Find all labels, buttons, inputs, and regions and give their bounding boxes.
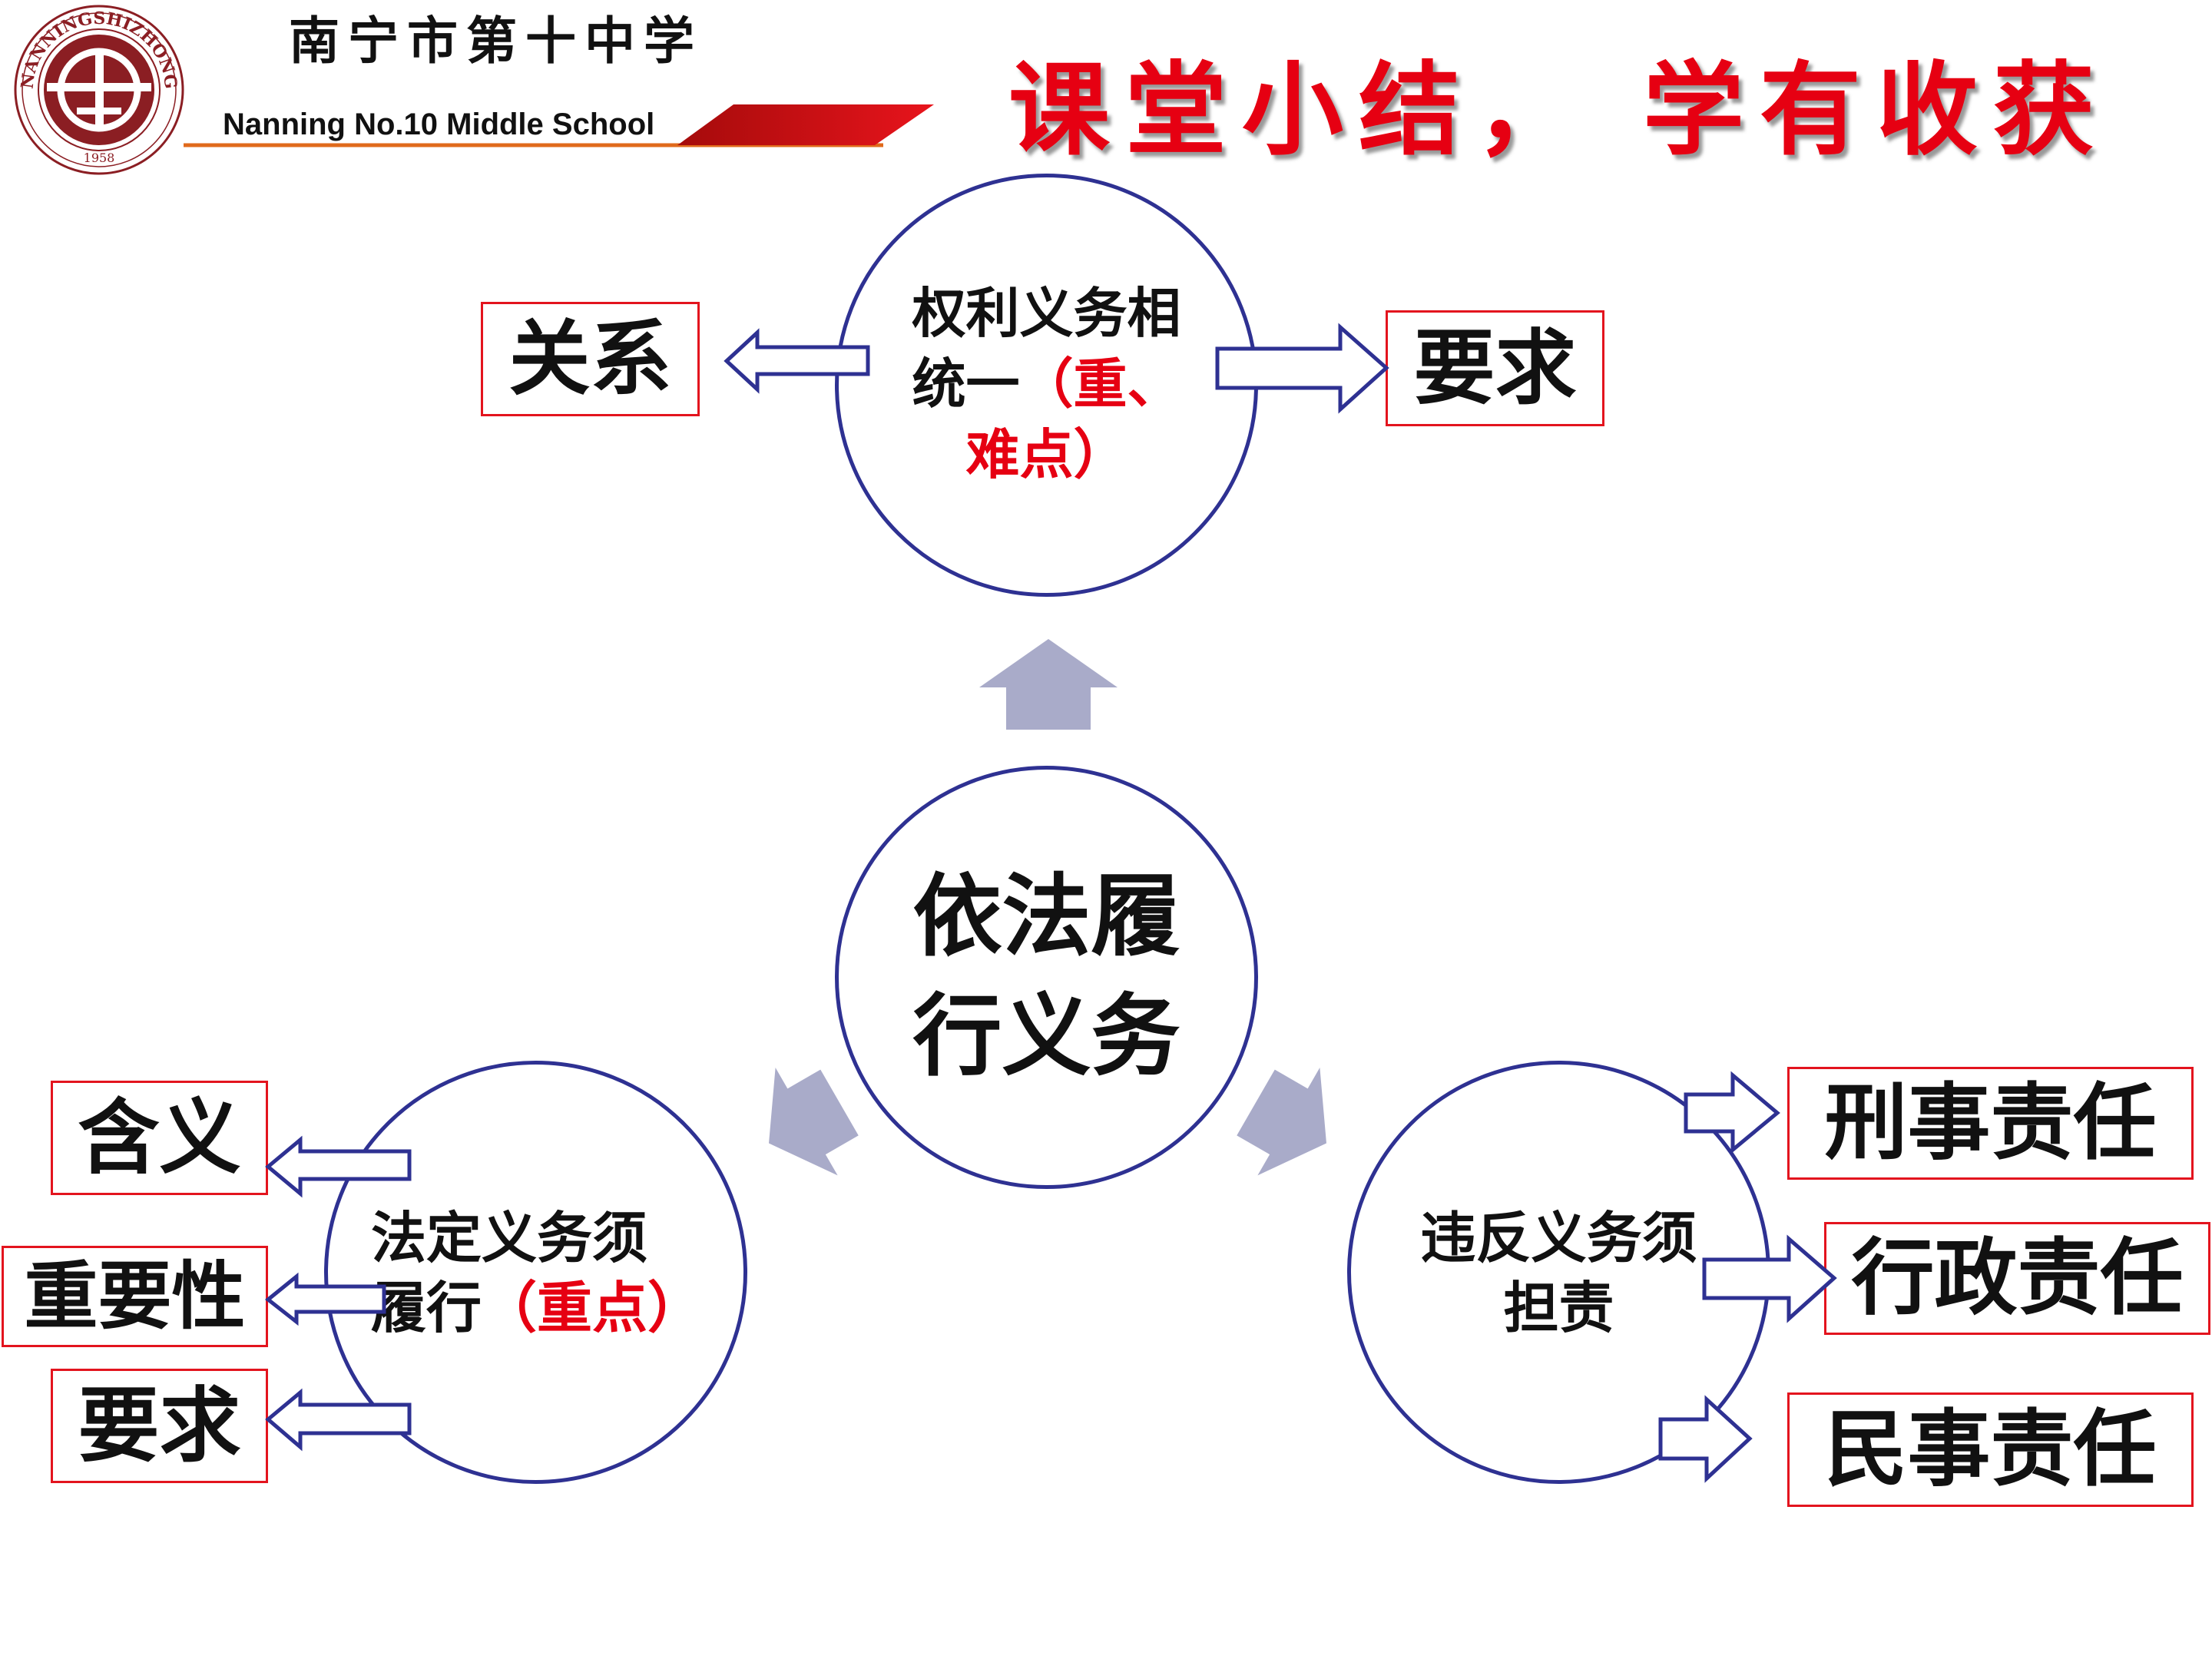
top-node-text: 权利义务相 统一（重、 难点）	[835, 278, 1258, 490]
criminal-liability-box: 刑事责任	[1787, 1067, 2194, 1180]
right-node-line-1: 违反义务须	[1420, 1206, 1697, 1270]
top-node-key-mark: （重、	[1019, 353, 1181, 416]
logo-year: 1958	[84, 151, 115, 165]
school-name-en: Nanning No.10 Middle School	[223, 108, 655, 141]
civil-liability-box: 民事责任	[1787, 1392, 2194, 1507]
top-node-difficulty-mark: 难点）	[965, 423, 1128, 486]
slide-title: 课堂小结， 学有收获	[1008, 51, 2110, 170]
left-node-key-mark: （重点）	[482, 1276, 704, 1340]
top-requirement-box: 要求	[1386, 310, 1604, 426]
importance-box: 重要性	[2, 1246, 268, 1347]
top-node-line-2: 统一（重、	[835, 349, 1258, 419]
meaning-box: 含义	[51, 1081, 268, 1195]
right-node-line-2: 担责	[1503, 1276, 1614, 1340]
top-node-line-3: 难点）	[835, 419, 1258, 490]
right-node-text: 违反义务须 担责	[1347, 1204, 1770, 1343]
top-node-line-1: 权利义务相	[912, 282, 1181, 345]
administrative-liability-box: 行政责任	[1824, 1222, 2210, 1335]
center-node-line-1: 依法履	[912, 865, 1181, 969]
top-node-line-2-text: 统一	[912, 353, 1020, 416]
left-node-line-2-text: 履行	[371, 1276, 482, 1340]
left-node-line-1: 法定义务须	[371, 1206, 648, 1270]
left-node-text: 法定义务须 履行（重点）	[371, 1204, 703, 1343]
left-requirement-box: 要求	[51, 1369, 268, 1483]
center-node-line-2: 行义务	[912, 985, 1181, 1088]
school-logo: NANNINGSHIZHONG 1958	[14, 5, 184, 175]
left-node-line-2: 履行（重点）	[371, 1273, 703, 1343]
school-name-cn: 南宁市第十中学	[289, 11, 703, 71]
up-connector-arrow	[979, 639, 1118, 730]
header-accent-band	[677, 104, 934, 145]
center-node-text: 依法履 行义务	[835, 857, 1258, 1097]
relation-box: 关系	[481, 302, 700, 416]
center-node-circle	[835, 766, 1258, 1189]
